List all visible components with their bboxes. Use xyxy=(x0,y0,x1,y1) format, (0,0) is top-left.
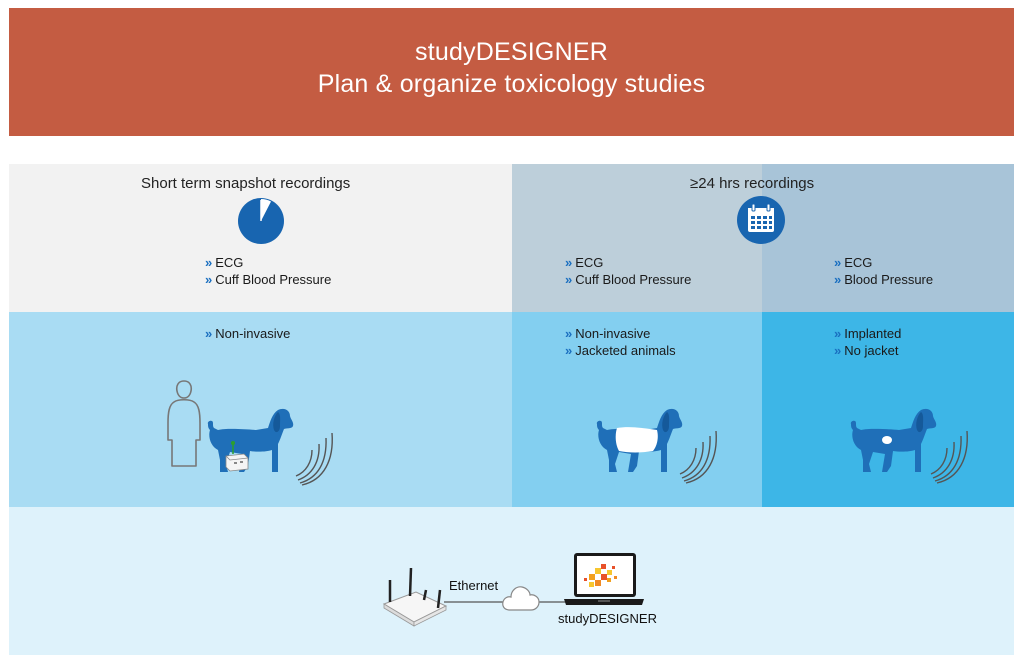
wireless-receiver-icon xyxy=(382,567,448,627)
implanted-method-panel xyxy=(762,312,1014,507)
list-item: »Jacketed animals xyxy=(565,343,676,358)
dog-with-recorder-icon xyxy=(207,408,294,472)
jacketed-method-panel xyxy=(512,312,762,507)
long-term-jacketed-panel xyxy=(512,164,762,312)
cloud-icon xyxy=(502,586,540,611)
list-item: »Blood Pressure xyxy=(834,272,934,287)
list-item: »Cuff Blood Pressure xyxy=(205,272,332,287)
recorder-device-icon xyxy=(225,441,249,472)
list-item: »Cuff Blood Pressure xyxy=(565,272,692,287)
list-item: »No jacket xyxy=(834,343,899,358)
wireless-signal-icon xyxy=(679,430,717,484)
implanted-dog-icon xyxy=(850,408,937,472)
short-term-method-list: »Non-invasive xyxy=(205,325,290,342)
banner-subtitle: Plan & organize toxicology studies xyxy=(317,70,706,98)
jacketed-dog-icon xyxy=(596,408,683,472)
list-item: »Implanted xyxy=(834,326,902,341)
short-term-method-panel xyxy=(9,312,512,507)
long-term-implanted-panel xyxy=(762,164,1014,312)
wireless-signal-icon xyxy=(295,432,333,486)
network-panel xyxy=(9,507,1014,655)
list-item: »ECG xyxy=(205,255,244,270)
short-term-parameter-list: »ECG »Cuff Blood Pressure xyxy=(205,254,331,288)
short-term-heading: Short term snapshot recordings xyxy=(141,175,351,192)
jacketed-method-list: »Non-invasive »Jacketed animals xyxy=(565,325,676,359)
laptop-icon xyxy=(564,553,644,605)
banner-title: studyDESIGNER xyxy=(415,38,608,66)
pie-clock-icon xyxy=(238,198,284,244)
list-item: »ECG xyxy=(565,255,604,270)
jacketed-parameter-list: »ECG »Cuff Blood Pressure xyxy=(565,254,691,288)
implanted-parameter-list: »ECG »Blood Pressure xyxy=(834,254,933,288)
long-term-heading: ≥24 hrs recordings xyxy=(690,175,815,192)
list-item: »ECG xyxy=(834,255,873,270)
implanted-method-list: »Implanted »No jacket xyxy=(834,325,901,359)
list-item: »Non-invasive xyxy=(565,326,651,341)
list-item: »Non-invasive xyxy=(205,326,291,341)
human-outline-icon xyxy=(167,380,201,467)
studydesigner-label: studyDESIGNER xyxy=(558,611,657,626)
wireless-signal-icon xyxy=(930,430,968,484)
ethernet-label: Ethernet xyxy=(449,578,499,593)
title-banner: studyDESIGNER Plan & organize toxicology… xyxy=(9,8,1014,136)
calendar-icon xyxy=(737,196,785,244)
